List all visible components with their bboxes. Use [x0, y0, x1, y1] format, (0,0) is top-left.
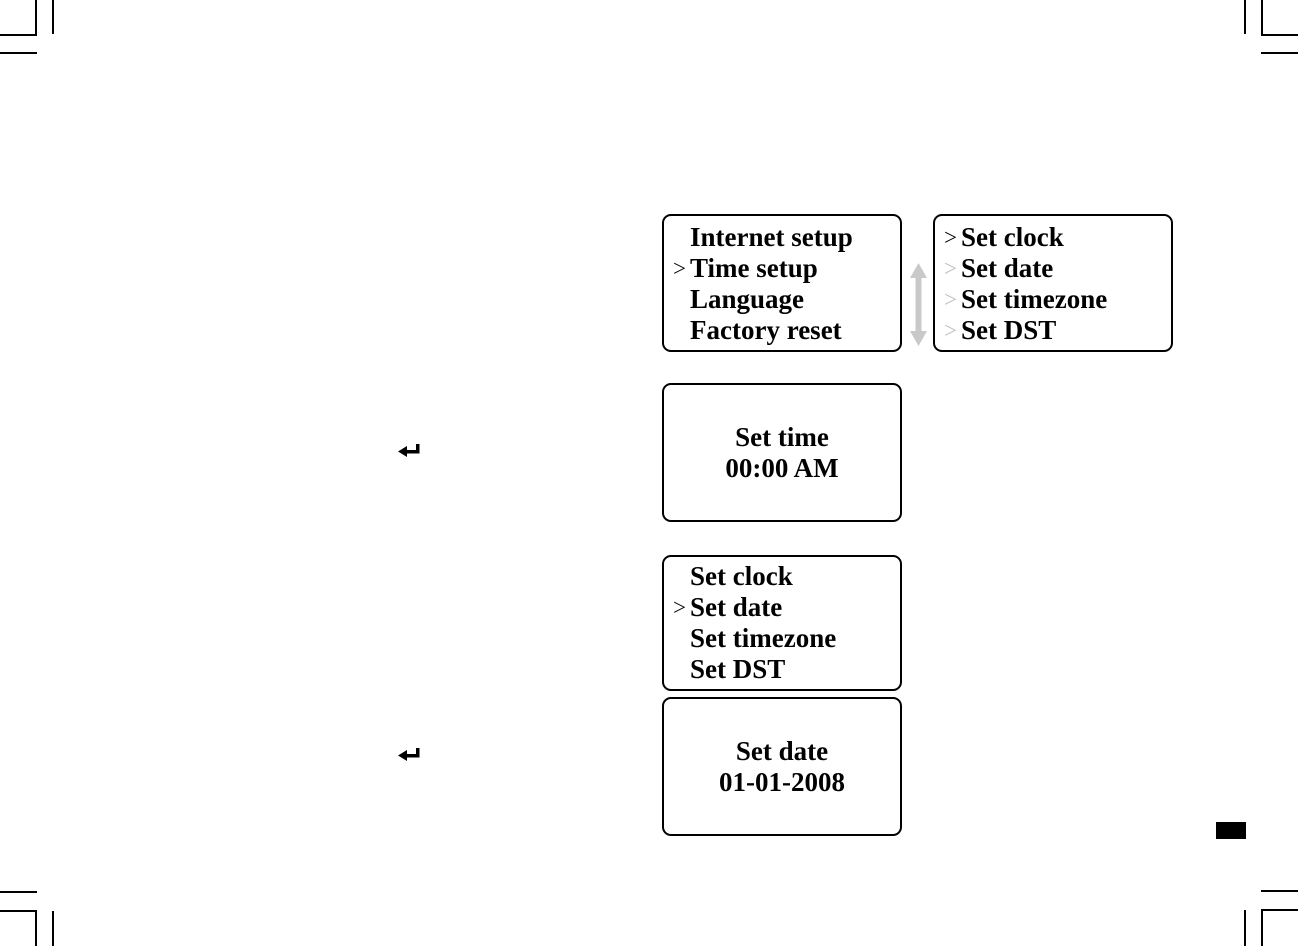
- menu-item-set-dst: > Set DST: [935, 315, 1171, 346]
- screen-set-time: Set time 00:00 AM: [662, 383, 902, 522]
- cursor-icon: >: [944, 225, 957, 250]
- menu-item-label: Set date: [690, 592, 783, 622]
- return-arrow-icon: [398, 444, 420, 457]
- menu-item-set-date: > Set date: [935, 253, 1171, 284]
- crop-mark: [1261, 0, 1263, 34]
- menu-item-label: Set clock: [690, 561, 793, 591]
- menu-item-set-timezone: Set timezone: [664, 623, 900, 654]
- screen-main-menu: Internet setup > Time setup Language Fac…: [662, 214, 902, 352]
- menu-item-set-date: > Set date: [664, 592, 900, 623]
- cursor-icon: >: [673, 595, 686, 620]
- menu-item-language: Language: [664, 284, 900, 315]
- crop-mark: [1261, 52, 1298, 54]
- crop-mark: [0, 891, 37, 893]
- menu-item-label: Factory reset: [690, 315, 842, 345]
- crop-mark: [1261, 34, 1298, 36]
- cursor-icon: >: [944, 318, 957, 343]
- crop-mark: [0, 52, 37, 54]
- crop-mark: [35, 0, 37, 34]
- crop-mark: [1261, 890, 1298, 892]
- cursor-icon: >: [944, 256, 957, 281]
- menu-item-label: Internet setup: [690, 222, 853, 252]
- screen-title: Set date: [735, 735, 829, 766]
- menu-item-label: Set timezone: [961, 284, 1108, 314]
- menu-item-label: Language: [690, 284, 805, 314]
- menu-item-label: Set timezone: [690, 623, 837, 653]
- cursor-icon: >: [944, 287, 957, 312]
- menu-item-label: Set clock: [961, 222, 1064, 252]
- cursor-icon: >: [673, 256, 686, 281]
- menu-item-label: Time setup: [690, 253, 818, 283]
- crop-mark: [0, 910, 37, 912]
- section-tab-marker: [1216, 822, 1246, 839]
- crop-mark: [52, 0, 54, 34]
- menu-item-label: Set DST: [961, 315, 1057, 345]
- crop-mark: [0, 34, 37, 36]
- menu-item-label: Set DST: [690, 654, 786, 684]
- return-arrow-icon: [398, 748, 420, 761]
- scroll-up-down-icon: [910, 263, 927, 346]
- menu-item-time-setup: > Time setup: [664, 253, 900, 284]
- crop-mark: [1261, 909, 1298, 911]
- screen-time-setup-menu: > Set clock > Set date > Set timezone > …: [933, 214, 1173, 352]
- menu-item-factory-reset: Factory reset: [664, 315, 900, 346]
- menu-item-set-clock: Set clock: [664, 561, 900, 592]
- screen-set-date: Set date 01-01-2008: [662, 697, 902, 836]
- date-value: 01-01-2008: [719, 766, 845, 797]
- crop-mark: [1244, 910, 1246, 946]
- menu-item-set-timezone: > Set timezone: [935, 284, 1171, 315]
- menu-item-internet-setup: Internet setup: [664, 222, 900, 253]
- crop-mark: [52, 911, 54, 946]
- crop-mark: [35, 911, 37, 946]
- menu-item-set-dst: Set DST: [664, 654, 900, 685]
- time-value: 00:00 AM: [725, 452, 839, 483]
- crop-mark: [1261, 910, 1263, 946]
- screen-title: Set time: [735, 421, 829, 452]
- menu-item-set-clock: > Set clock: [935, 222, 1171, 253]
- crop-mark: [1244, 0, 1246, 34]
- screen-time-setup-menu-date-selected: Set clock > Set date Set timezone Set DS…: [662, 555, 902, 691]
- menu-item-label: Set date: [961, 253, 1054, 283]
